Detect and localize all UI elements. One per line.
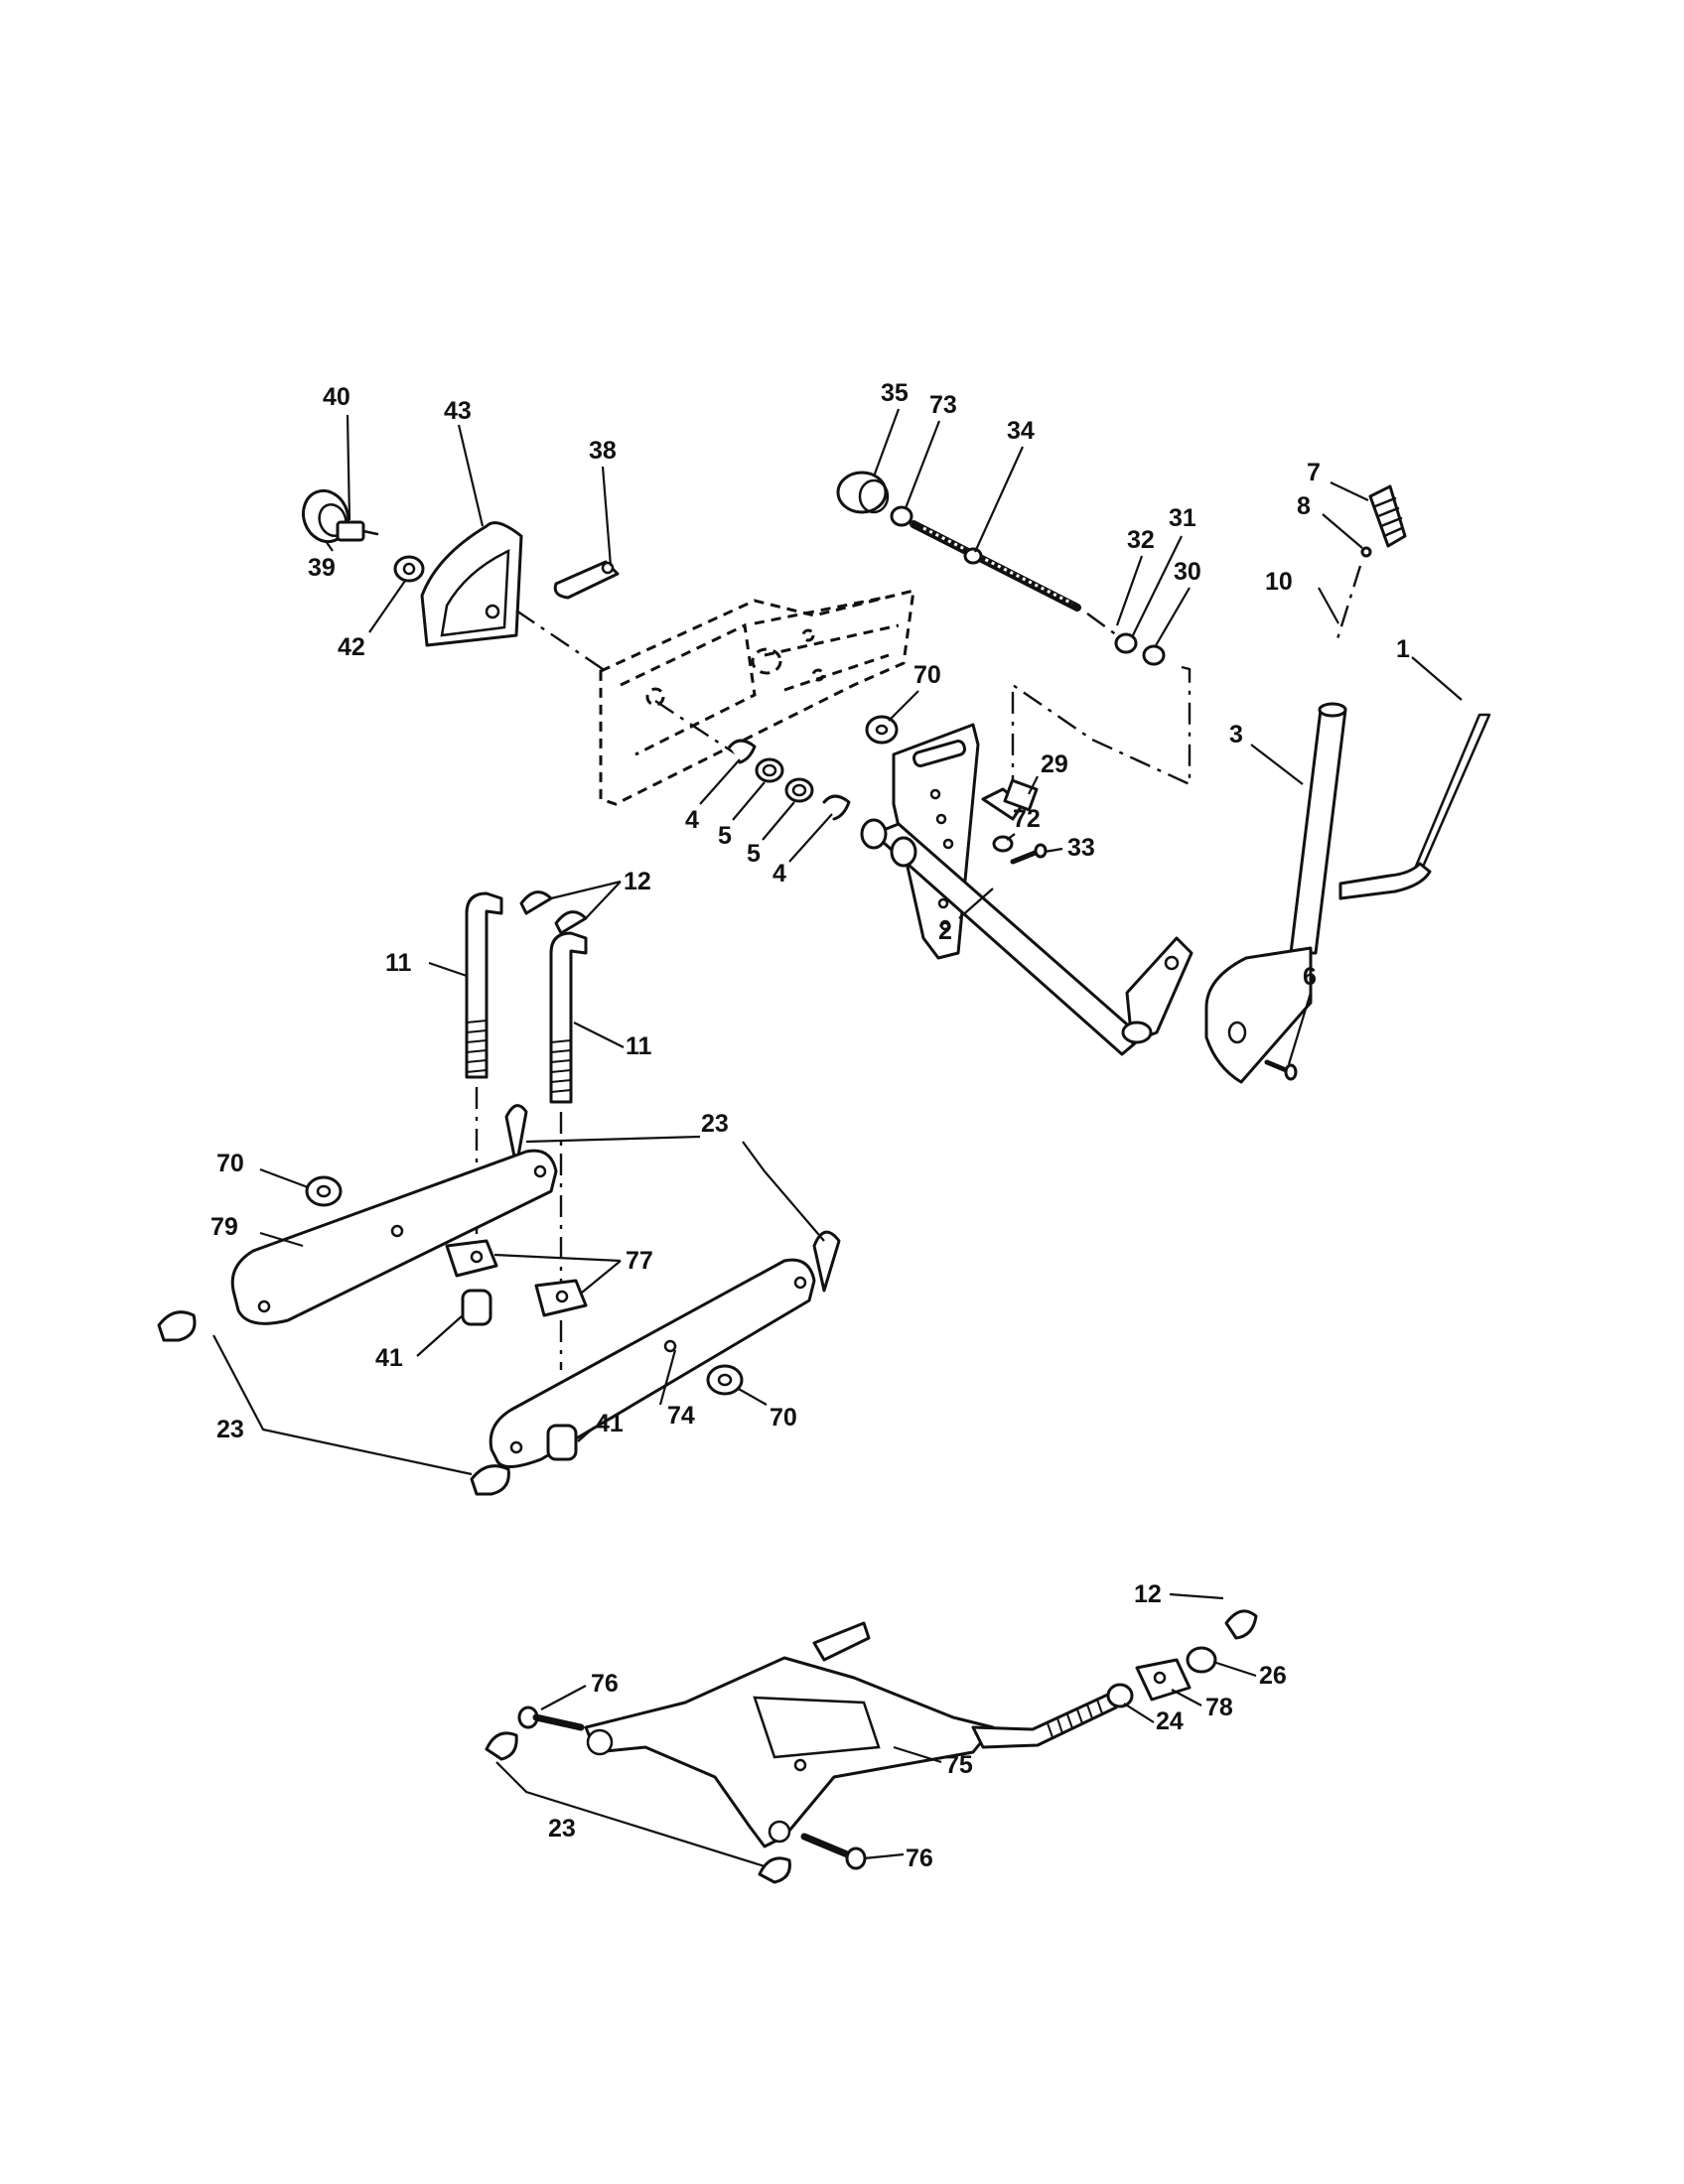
block-77a [445, 1239, 498, 1278]
callout-12-bottom: 12 [1134, 1580, 1162, 1608]
draft-arm-75 [584, 1656, 995, 1848]
callout-23-mid: 23 [701, 1110, 729, 1138]
washer-5a [755, 757, 784, 783]
washer-70a [865, 715, 899, 745]
callout-24: 24 [1156, 1707, 1184, 1735]
callout-4-right: 4 [772, 860, 786, 887]
clip-23d [470, 1464, 510, 1496]
callout-31: 31 [1169, 504, 1196, 532]
nut-26 [1186, 1646, 1217, 1674]
callout-76-bottom: 76 [906, 1844, 933, 1872]
clip-23a [504, 1104, 528, 1168]
knob-35 [836, 471, 890, 514]
callout-29: 29 [1041, 751, 1068, 778]
clip-4b [822, 794, 851, 821]
callout-72: 72 [1013, 805, 1041, 833]
callout-12-top: 12 [624, 868, 651, 895]
callout-75: 75 [945, 1751, 973, 1779]
callout-77: 77 [626, 1247, 653, 1275]
callout-70-left: 70 [216, 1150, 244, 1177]
washer-5b [784, 777, 814, 803]
callout-73: 73 [929, 391, 957, 419]
washer-31 [1114, 632, 1138, 654]
screw-6 [1264, 1059, 1298, 1081]
hanger-bar-79 [230, 1149, 558, 1325]
clip-23e [485, 1731, 518, 1761]
callout-42: 42 [338, 633, 365, 661]
shield-43 [420, 521, 523, 647]
callout-35: 35 [881, 379, 909, 407]
callout-7: 7 [1307, 459, 1321, 486]
washer-70c [706, 1364, 744, 1396]
leader-lines [212, 408, 1463, 1868]
callout-3: 3 [1229, 721, 1243, 749]
clip-4a [728, 739, 757, 764]
callout-5-right: 5 [747, 840, 761, 868]
shaft-2 [860, 818, 1193, 1056]
callout-33: 33 [1067, 834, 1095, 862]
callout-70-bottom: 70 [770, 1404, 797, 1432]
callout-38: 38 [589, 437, 617, 465]
lever-3 [1204, 702, 1347, 1084]
screw-33 [1010, 843, 1048, 865]
threaded-end [971, 1691, 1118, 1749]
clip-12b [1224, 1609, 1258, 1640]
callout-40: 40 [323, 383, 351, 411]
callout-70-top: 70 [913, 661, 941, 689]
callout-23-left: 23 [216, 1416, 244, 1443]
pin-38 [553, 560, 620, 600]
callout-11-right: 11 [626, 1032, 652, 1060]
callout-26: 26 [1259, 1662, 1287, 1690]
bolt-40 [336, 520, 379, 542]
callout-34: 34 [1007, 417, 1035, 445]
callout-41-right: 41 [596, 1410, 624, 1437]
callout-32: 32 [1127, 526, 1155, 554]
stud [812, 1621, 871, 1662]
nut-30 [1142, 644, 1166, 666]
rod-end-29 [981, 778, 1039, 821]
grip-7 [1368, 484, 1407, 548]
nut-73 [890, 505, 913, 527]
callout-43: 43 [444, 397, 472, 425]
clip-23c [157, 1310, 197, 1342]
pin-76a [517, 1706, 585, 1731]
clevis-78 [1135, 1658, 1192, 1702]
block-77b [534, 1279, 588, 1317]
hanger-bar-74 [489, 1258, 816, 1468]
washer-42 [393, 555, 425, 583]
rod-1 [1338, 713, 1491, 900]
callout-4-left: 4 [685, 806, 699, 834]
callout-76-top: 76 [591, 1670, 619, 1698]
callout-30: 30 [1174, 558, 1201, 586]
callout-2: 2 [938, 917, 952, 945]
frame-outline [599, 589, 915, 806]
washer-70b [305, 1175, 343, 1207]
callout-41-left: 41 [375, 1344, 403, 1372]
clip-23f [758, 1856, 791, 1884]
callout-11-left: 11 [385, 949, 412, 977]
callout-labels: 40 43 38 39 42 35 73 34 32 31 30 7 8 10 … [210, 379, 1410, 1872]
nut-41b [546, 1424, 578, 1461]
callout-5-left: 5 [718, 822, 732, 850]
hanger-11a [465, 891, 503, 1079]
callout-74: 74 [667, 1402, 695, 1430]
callout-78: 78 [1205, 1694, 1233, 1721]
callout-8: 8 [1297, 492, 1311, 520]
threaded-rod-34 [910, 520, 1081, 612]
pin-76b [800, 1833, 867, 1870]
callout-6: 6 [1303, 963, 1317, 991]
callout-1: 1 [1396, 635, 1410, 663]
callout-10: 10 [1265, 568, 1293, 596]
clip-23b [812, 1230, 841, 1293]
callout-23-bottom: 23 [548, 1815, 576, 1843]
nut-41a [461, 1289, 492, 1326]
callout-39: 39 [308, 554, 336, 582]
callout-79: 79 [210, 1213, 238, 1241]
hanger-11b [549, 931, 588, 1104]
nut-24 [1106, 1683, 1134, 1708]
